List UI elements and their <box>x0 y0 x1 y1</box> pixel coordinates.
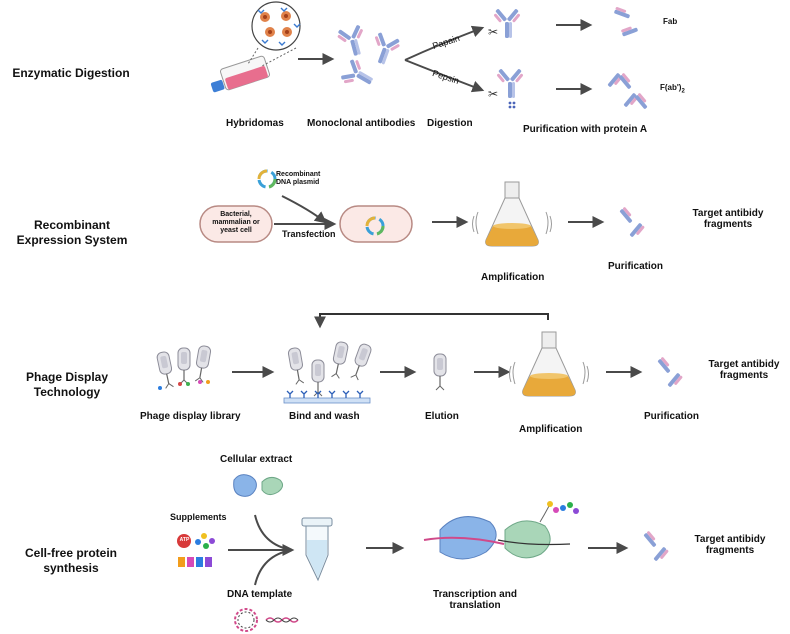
dna-circle-icon <box>234 608 299 632</box>
row-title-line: Recombinant <box>33 218 110 232</box>
label-line: Recombinant <box>276 171 321 178</box>
label-plasmid: Recombinant DNA plasmid <box>276 171 334 187</box>
label-purification: Purification <box>644 411 700 422</box>
label-line: fragments <box>705 545 755 556</box>
label-elution: Elution <box>425 411 459 422</box>
label-line: Target antibidy <box>708 359 780 370</box>
row-title-line: synthesis <box>43 561 99 575</box>
label-purification: Purification <box>608 261 664 272</box>
antibody-fragment-icon <box>619 206 645 240</box>
merge-curve <box>254 514 293 551</box>
label-target-fragments: Target antibidy fragments <box>690 534 770 556</box>
svg-text:✂: ✂ <box>488 87 498 101</box>
label-bind-wash: Bind and wash <box>289 411 360 422</box>
antibody-fragment-icon <box>643 530 669 564</box>
pepsin-arrow <box>404 59 485 93</box>
label-target-fragments: Target antibidy fragments <box>704 359 784 381</box>
pepsin-cut-antibody-icon: ✂ <box>488 68 525 109</box>
plasmid-arrow <box>281 195 327 224</box>
row-title-line: Technology <box>33 385 101 399</box>
transfected-cell-icon <box>339 205 413 243</box>
row-title-line: Phage Display <box>25 370 109 384</box>
merge-curve <box>254 549 293 586</box>
label-monoclonal: Monoclonal antibodies <box>307 118 416 129</box>
label-cellular-extract: Cellular extract <box>220 454 293 465</box>
papain-cut-antibody-icon: ✂ <box>488 8 522 39</box>
supplements-icon <box>177 533 215 567</box>
recycle-arrow <box>314 313 549 329</box>
label-purification-protein-a: Purification with protein A <box>523 124 648 135</box>
row-title-line: Expression System <box>16 233 128 247</box>
flask-icon <box>472 181 552 247</box>
label-atp: ATP <box>179 537 190 543</box>
plasmid-icon <box>257 169 277 189</box>
monoclonal-antibodies-icon <box>334 23 404 96</box>
reaction-tube-icon <box>301 517 333 582</box>
fab2-fragments-icon <box>607 72 650 110</box>
row-title-line: Cell-free protein <box>24 546 117 560</box>
label-line: DNA plasmid <box>276 179 320 186</box>
label-fab2: F(ab')2 <box>660 83 685 95</box>
label-dna-template: DNA template <box>227 589 293 600</box>
row-title-phage: Phage Display Technology <box>12 370 122 400</box>
antibody-fragment-icon <box>657 356 683 390</box>
label-line: fragments <box>719 370 769 381</box>
fab-fragments-icon <box>613 6 639 37</box>
label-transfection: Transfection <box>282 229 336 239</box>
row-title-recombinant: Recombinant Expression System <box>8 218 136 248</box>
label-hybridomas: Hybridomas <box>226 118 284 129</box>
label-line: Target antibidy <box>692 208 764 219</box>
label-line: fragments <box>703 219 753 230</box>
ribosome-translation-icon <box>423 501 579 560</box>
eluted-phage-icon <box>433 353 447 391</box>
culture-flask-icon <box>210 55 270 93</box>
host-cell-icon <box>199 205 273 243</box>
svg-text:✂: ✂ <box>488 25 498 39</box>
row-title-cellfree: Cell-free protein synthesis <box>12 546 130 576</box>
label-amplification: Amplification <box>519 424 583 435</box>
label-fab: Fab <box>663 17 678 26</box>
row-title-enzymatic: Enzymatic Digestion <box>12 66 130 80</box>
label-phage-library: Phage display library <box>140 411 241 422</box>
flask-icon <box>509 331 589 397</box>
cellular-extract-icon <box>233 474 284 497</box>
phage-library-icon <box>155 344 212 390</box>
hybridoma-cells-icon <box>247 1 301 67</box>
label-target-fragments: Target antibidy fragments <box>688 208 768 230</box>
fab2-subscript: 2 <box>681 88 685 95</box>
papain-arrow <box>404 25 485 61</box>
label-host-cell: Bacterial, mammalian or yeast cell <box>212 211 260 234</box>
label-amplification: Amplification <box>481 272 545 283</box>
bind-and-wash-icon <box>283 340 374 404</box>
fab2-text: F(ab') <box>660 83 682 92</box>
label-line: translation <box>449 600 501 611</box>
label-line: Target antibidy <box>694 534 766 545</box>
label-transcription: Transcription and translation <box>425 589 525 611</box>
label-line: Transcription and <box>433 589 517 600</box>
label-digestion: Digestion <box>427 118 473 129</box>
label-supplements: Supplements <box>170 512 227 522</box>
